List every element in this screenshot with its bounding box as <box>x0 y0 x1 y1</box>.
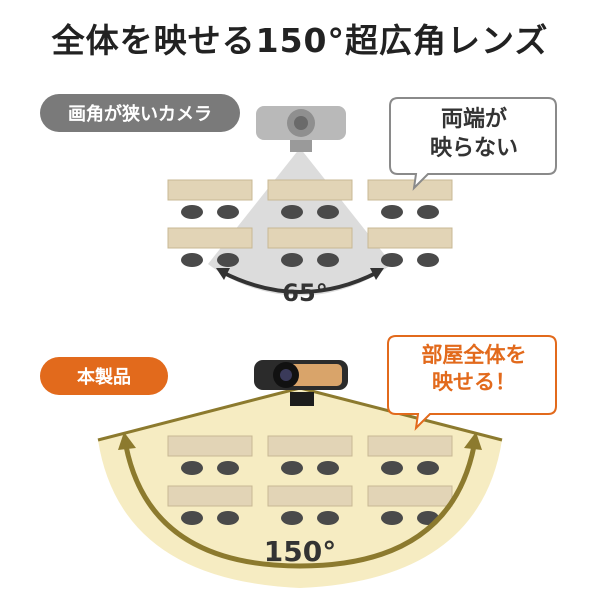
product-angle-arc <box>123 445 477 569</box>
product-webcam <box>254 360 348 406</box>
page-title: 全体を映せる150°超広角レンズ <box>51 21 549 60</box>
classroom-top <box>167 179 453 267</box>
narrow-camera-label: 画角が狭いカメラ <box>40 94 240 132</box>
narrow-bubble-line-2: 映らない <box>429 135 518 161</box>
product-bubble-line-2: 映せる！ <box>432 370 516 395</box>
narrow-angle-arc <box>221 270 379 294</box>
product-bubble-line-1: 部屋全体を <box>421 343 527 367</box>
product-scene <box>97 335 557 588</box>
narrow-speech-bubble <box>389 97 557 191</box>
product-label: 本製品 <box>40 357 168 395</box>
product-speech-bubble <box>387 335 557 431</box>
narrow-scene <box>167 97 557 296</box>
product-bubble-text: 部屋全体を 映せる！ <box>398 342 550 397</box>
narrow-bubble-text: 両端が 映らない <box>405 106 543 163</box>
classroom-bottom <box>167 435 453 525</box>
narrow-fov-fan <box>208 148 392 296</box>
narrow-bubble-line-1: 両端が <box>440 107 507 132</box>
narrow-camera <box>256 106 346 152</box>
product-angle-label: 150° <box>263 535 337 568</box>
narrow-angle-label: 65° <box>282 279 328 307</box>
